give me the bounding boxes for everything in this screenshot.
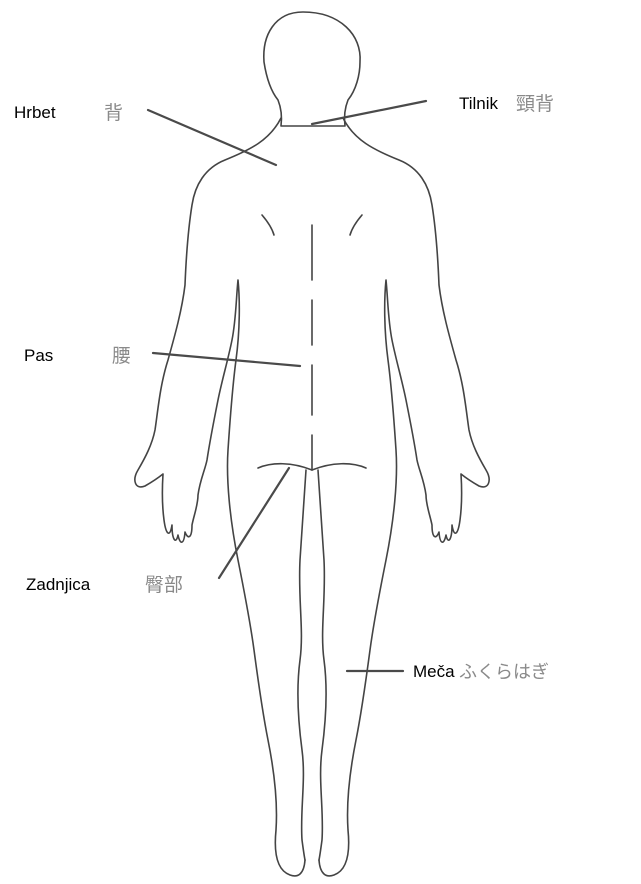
buttocks-curve-right bbox=[312, 464, 366, 470]
leader-lines bbox=[148, 101, 426, 671]
label-waist-jp: 腰 bbox=[112, 341, 131, 368]
right-side-outline bbox=[319, 118, 489, 876]
body-outline bbox=[135, 12, 489, 876]
label-waist: Pas bbox=[24, 346, 53, 366]
label-back: Hrbet bbox=[14, 103, 56, 123]
label-back-jp: 背 bbox=[104, 98, 123, 125]
inner-leg-line-left bbox=[298, 470, 306, 860]
label-calf-jp: ふくらはぎ bbox=[459, 658, 549, 684]
label-nape-jp: 頸背 bbox=[516, 89, 554, 116]
label-nape: Tilnik bbox=[459, 94, 498, 114]
leader-line-nape bbox=[312, 101, 426, 124]
buttocks-curve-left bbox=[258, 464, 312, 470]
inner-leg-line-right bbox=[318, 470, 326, 860]
label-buttocks: Zadnjica bbox=[26, 575, 90, 595]
left-scapula-mark bbox=[262, 215, 274, 235]
label-buttocks-jp: 臀部 bbox=[145, 570, 183, 597]
leader-line-buttocks bbox=[219, 468, 289, 578]
right-scapula-mark bbox=[350, 215, 362, 235]
head-outline bbox=[264, 12, 360, 126]
label-calf: Meča bbox=[413, 662, 455, 682]
left-side-outline bbox=[135, 118, 305, 876]
leader-line-back bbox=[148, 110, 276, 165]
